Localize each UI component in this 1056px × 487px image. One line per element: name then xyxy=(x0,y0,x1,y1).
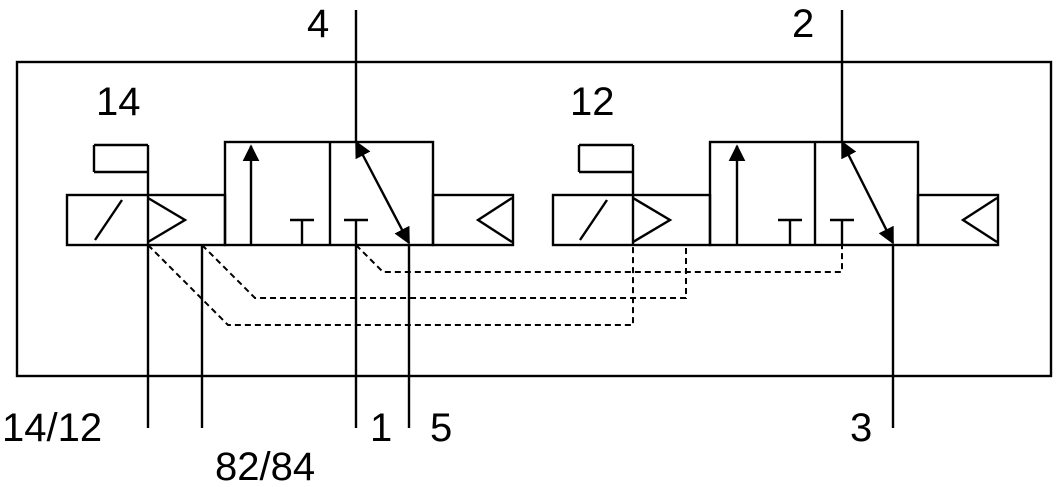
pilot-line-b xyxy=(201,244,687,299)
solenoid-coil-right xyxy=(579,199,608,241)
right-valve xyxy=(551,10,1000,428)
pilot-line-c xyxy=(355,244,843,273)
pilot-triangle-left xyxy=(147,196,188,244)
port-label-2: 2 xyxy=(792,2,815,46)
port-label-4: 4 xyxy=(307,2,330,46)
solenoid-operator-right xyxy=(551,193,712,247)
port-label-14: 14 xyxy=(96,80,141,124)
port-label-14-12: 14/12 xyxy=(2,406,103,450)
solenoid-operator-left xyxy=(65,193,227,247)
blocked-port-right-b xyxy=(830,218,854,245)
flow-arrow-left-b xyxy=(354,140,411,245)
solenoid-coil-left xyxy=(94,199,123,241)
port-label-12: 12 xyxy=(570,80,615,124)
pilot-line-a xyxy=(147,244,634,326)
manual-override-right xyxy=(577,143,633,174)
blocked-port-left-b xyxy=(344,218,368,245)
spring-return-left xyxy=(431,193,515,247)
port-label-5: 5 xyxy=(430,406,453,450)
pilot-triangle-right xyxy=(632,196,673,244)
blocked-port-right-a xyxy=(778,218,802,245)
port-label-82-84: 82/84 xyxy=(215,445,316,487)
spring-return-right xyxy=(916,193,1000,247)
blocked-port-left-a xyxy=(290,218,314,245)
port-label-3: 3 xyxy=(850,406,873,450)
manual-override-left xyxy=(92,143,148,174)
valve-housing xyxy=(15,60,1053,378)
port-label-1: 1 xyxy=(370,406,393,450)
left-valve xyxy=(65,10,515,428)
pilot-lines xyxy=(147,244,843,326)
flow-arrow-right-b xyxy=(840,140,895,245)
